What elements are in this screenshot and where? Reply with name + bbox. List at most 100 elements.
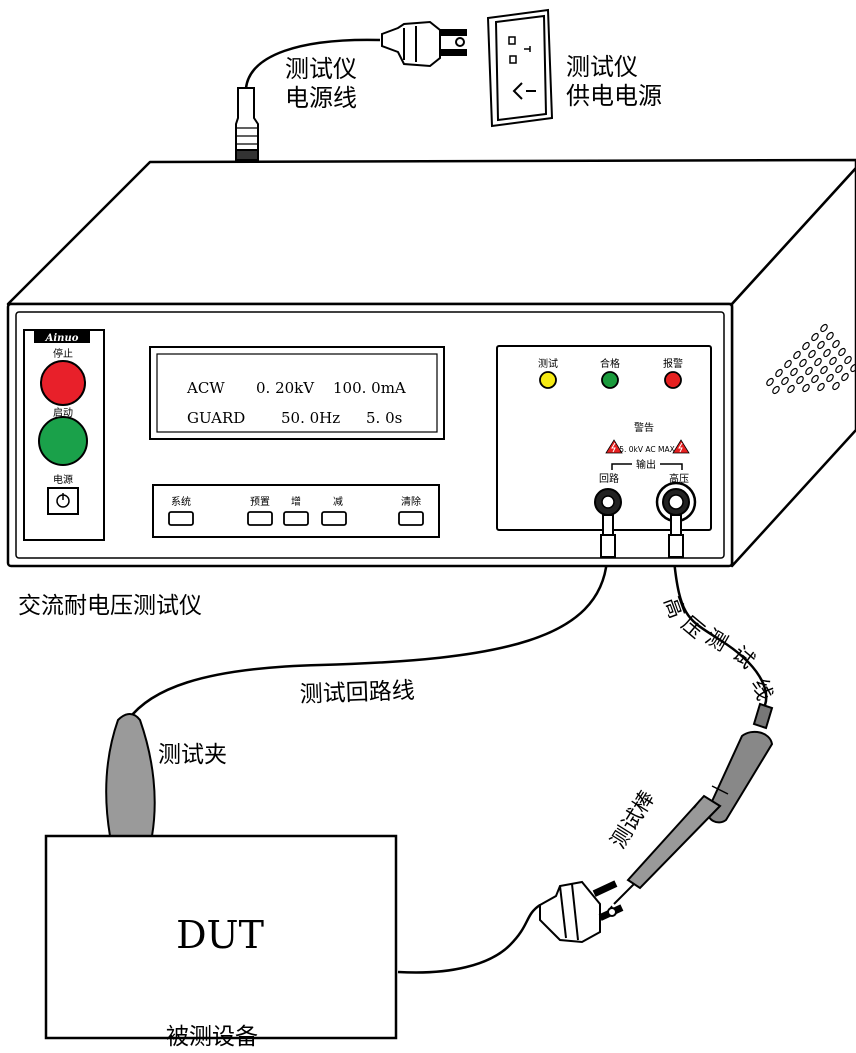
side-vent xyxy=(766,323,856,395)
key-clear-button[interactable] xyxy=(398,511,424,526)
lcd-guard: GUARD xyxy=(187,409,245,427)
power-supply-label-line2: 供电电源 xyxy=(566,82,662,110)
lamp-test-label: 测试 xyxy=(538,357,558,370)
key-system-button[interactable] xyxy=(168,511,194,526)
vent-hole xyxy=(799,358,807,368)
return-jack[interactable] xyxy=(594,488,622,516)
vent-hole xyxy=(832,381,840,391)
dut-box xyxy=(44,834,398,1040)
dut-caption: 被测设备 xyxy=(166,1024,258,1050)
key-decrease-button[interactable] xyxy=(321,511,347,526)
vent-hole xyxy=(811,332,819,342)
vent-hole xyxy=(817,340,825,350)
key-preset-label: 预置 xyxy=(250,496,270,508)
vent-hole xyxy=(835,364,843,374)
clip-label: 测试夹 xyxy=(158,742,227,768)
test-clip xyxy=(105,713,156,837)
power-inlet-connector xyxy=(235,87,259,161)
lamp-alarm-indicator xyxy=(664,371,682,389)
wall-socket xyxy=(486,8,554,128)
vent-hole xyxy=(772,385,780,395)
vent-hole xyxy=(781,376,789,386)
lcd-mode: ACW xyxy=(186,379,225,397)
lamp-pass-label: 合格 xyxy=(600,357,620,370)
vent-hole xyxy=(814,357,822,367)
warning-triangle-icon xyxy=(672,439,690,454)
hv-jack-label: 高压 xyxy=(669,472,689,485)
vent-hole xyxy=(808,349,816,359)
start-button[interactable] xyxy=(38,416,88,466)
start-label: 启动 xyxy=(53,406,73,419)
vent-hole xyxy=(844,355,852,365)
test-probe xyxy=(605,702,774,915)
lamp-pass-indicator xyxy=(601,371,619,389)
stop-button[interactable] xyxy=(40,360,86,406)
hv-lead-label-char-1: 高 xyxy=(659,594,689,622)
lcd-voltage: 0. 20kV xyxy=(256,379,315,397)
return-lead-cable xyxy=(126,559,609,721)
power-cord xyxy=(244,38,381,89)
key-increase-label: 增 xyxy=(291,495,301,508)
power-supply-label-line1: 测试仪 xyxy=(566,53,638,81)
vent-hole xyxy=(811,374,819,384)
instrument-label: 交流耐电压测试仪 xyxy=(18,593,202,619)
vent-hole xyxy=(766,377,774,387)
lcd-frequency: 50. 0Hz xyxy=(281,409,340,427)
hv-lead-label-char-2: 压 xyxy=(677,611,709,643)
power-cord-label-line1: 测试仪 xyxy=(285,55,357,83)
key-system-label: 系统 xyxy=(171,495,191,508)
power-label: 电源 xyxy=(53,473,73,486)
vent-hole xyxy=(793,350,801,360)
vent-hole xyxy=(796,375,804,385)
vent-hole xyxy=(775,368,783,378)
stop-label: 停止 xyxy=(53,347,73,360)
vent-hole xyxy=(832,339,840,349)
vent-hole xyxy=(787,384,795,394)
return-lead-plug xyxy=(600,514,616,558)
vent-hole xyxy=(817,382,825,392)
vent-hole xyxy=(790,367,798,377)
vent-hole xyxy=(802,341,810,351)
output-bracket xyxy=(611,463,683,470)
warning-rating: 5. 0kV AC MAX xyxy=(619,445,675,454)
dut-power-cable xyxy=(397,903,541,974)
vent-hole xyxy=(823,348,831,358)
lamp-test-indicator xyxy=(539,371,557,389)
key-preset-button[interactable] xyxy=(247,511,273,526)
warning-triangle-icon xyxy=(605,439,623,454)
brand-logo: Ainuo xyxy=(45,333,79,344)
lamp-alarm-label: 报警 xyxy=(663,357,683,370)
hv-lead-label-char-3: 测 xyxy=(702,625,732,656)
hv-lead-plug xyxy=(668,514,684,558)
vent-hole xyxy=(820,365,828,375)
vent-hole xyxy=(826,331,834,341)
vent-hole xyxy=(829,356,837,366)
return-jack-label: 回路 xyxy=(599,472,619,485)
lcd-time: 5. 0s xyxy=(366,409,402,427)
dut-label: DUT xyxy=(176,913,264,957)
vent-hole xyxy=(802,383,810,393)
wall-plug xyxy=(381,20,467,68)
vent-hole xyxy=(841,372,849,382)
lcd-current: 100. 0mA xyxy=(333,379,406,397)
vent-hole xyxy=(826,373,834,383)
probe-label: 测试棒 xyxy=(606,787,660,853)
key-clear-label: 清除 xyxy=(401,495,421,508)
vent-hole xyxy=(820,323,828,333)
keypad-panel xyxy=(152,484,440,538)
hv-lead-label-char-5: 线 xyxy=(747,676,777,704)
dut-plug xyxy=(539,880,624,944)
return-lead-label: 测试回路线 xyxy=(299,678,415,708)
vent-hole xyxy=(805,366,813,376)
lcd-display xyxy=(149,346,445,440)
power-switch[interactable] xyxy=(47,487,79,515)
power-cord-label-line2: 电源线 xyxy=(285,84,357,112)
vent-hole xyxy=(784,359,792,369)
key-decrease-label: 减 xyxy=(333,496,343,508)
key-increase-button[interactable] xyxy=(283,511,309,526)
warning-label: 警告 xyxy=(634,421,654,434)
output-label: 输出 xyxy=(636,458,656,471)
vent-hole xyxy=(838,347,846,357)
hv-lead-cable xyxy=(672,559,768,706)
